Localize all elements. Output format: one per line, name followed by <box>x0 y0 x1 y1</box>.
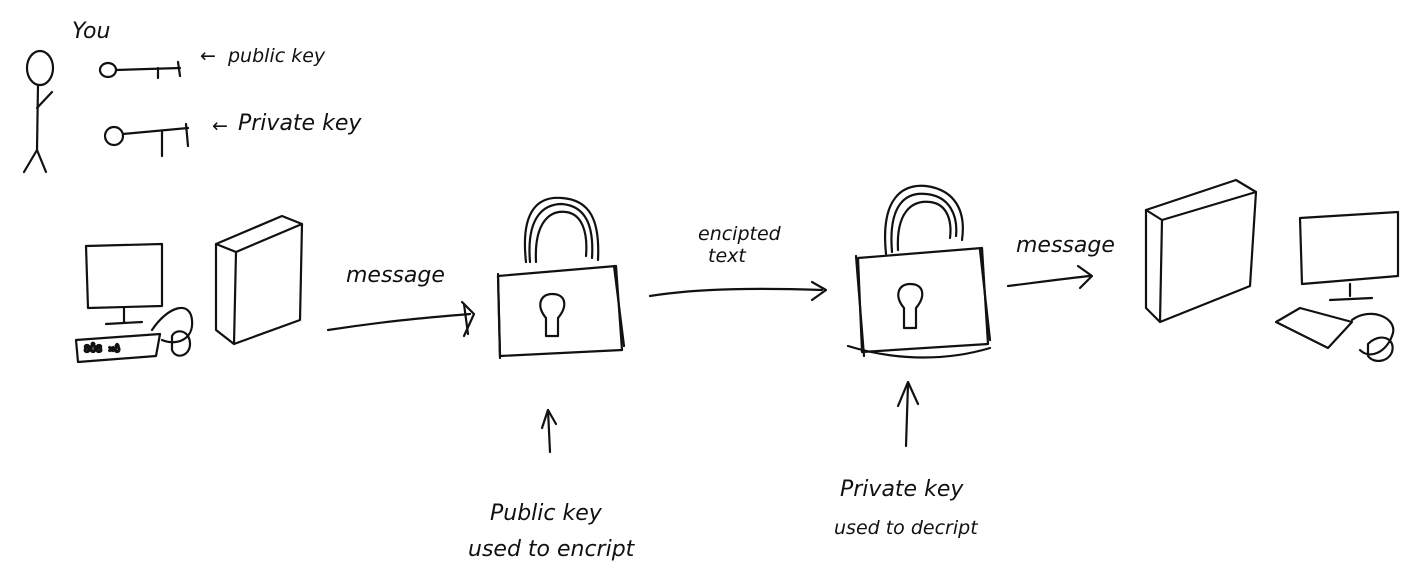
sender-mouse <box>170 330 192 357</box>
keyboard-keys-decor: 8Ô8 ¤ô <box>84 342 120 355</box>
private-key-label: Private key <box>238 111 362 136</box>
legend: You ← public key ← Private key <box>22 19 362 174</box>
public-key-label: public key <box>227 45 326 67</box>
message-out-label: message <box>1016 233 1115 258</box>
message-in-label: message <box>346 263 445 288</box>
stick-figure-icon <box>22 49 55 174</box>
encrypted-label-line2: text <box>708 245 747 267</box>
public-key-up-arrow <box>540 408 558 454</box>
public-key-arrow: ← <box>200 45 216 67</box>
receiver-computer <box>1144 178 1400 362</box>
receiver-monitor <box>1298 210 1400 286</box>
private-key-arrow: ← <box>212 115 228 137</box>
private-key-icon <box>103 122 190 158</box>
receiver-keyboard <box>1274 306 1354 350</box>
private-key-caption-line1: Private key <box>840 477 964 502</box>
sender-tower <box>214 214 304 346</box>
public-key-icon <box>98 60 182 80</box>
encrypted-text-arrow <box>648 280 828 302</box>
decrypt-lock <box>846 184 992 359</box>
receiver-tower <box>1144 178 1258 324</box>
encrypted-label-line1: encipted <box>698 223 782 245</box>
message-in-arrow <box>326 300 476 338</box>
sender-monitor <box>84 242 164 310</box>
encrypt-lock <box>496 196 626 360</box>
receiver-mouse <box>1366 336 1394 362</box>
public-key-caption-line1: Public key <box>490 501 603 526</box>
sender-keyboard <box>74 332 162 364</box>
sender-computer: 8Ô8 ¤ô <box>74 214 304 364</box>
message-out-arrow <box>1006 264 1094 290</box>
public-key-caption-line2: used to encript <box>468 537 636 562</box>
you-label: You <box>72 19 110 44</box>
private-key-caption-line2: used to decript <box>834 517 979 539</box>
private-key-up-arrow <box>896 380 920 448</box>
